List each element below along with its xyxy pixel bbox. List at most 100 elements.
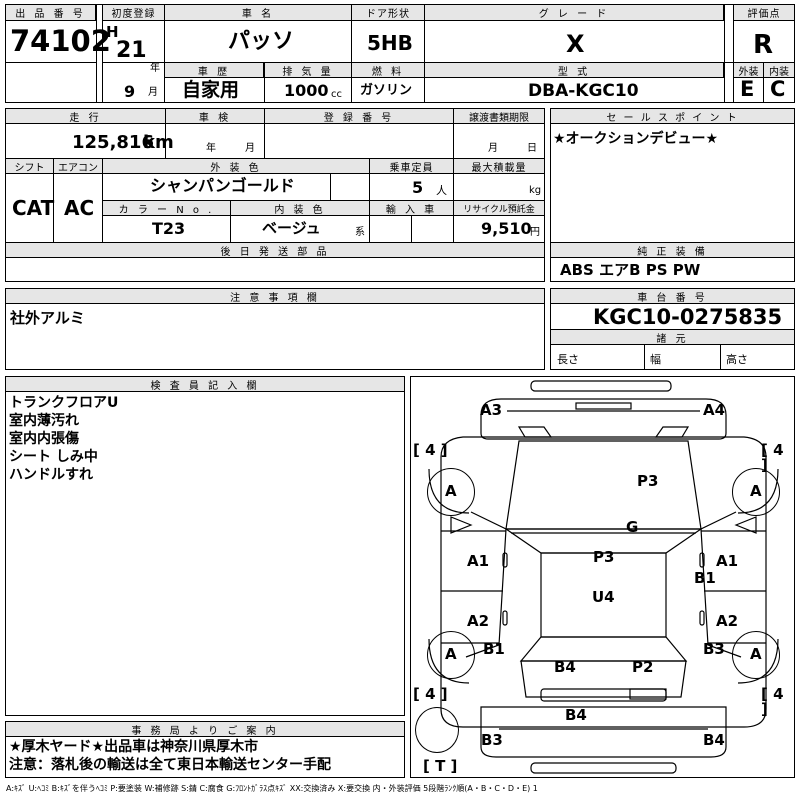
tire-mark: A bbox=[750, 645, 762, 663]
later-parts-header: 後 日 発 送 部 品 bbox=[5, 242, 545, 258]
chassis-no-value: KGC10-0275835 bbox=[593, 305, 783, 329]
damage-mark: P3 bbox=[637, 472, 659, 490]
tire-mark: A bbox=[750, 482, 762, 500]
lot-no-header: 出 品 番 号 bbox=[5, 4, 96, 21]
int-color-header: 内 装 色 bbox=[230, 200, 370, 216]
recycle-header: リサイクル預託金 bbox=[453, 200, 545, 216]
int-color-value: ベージュ bbox=[262, 219, 321, 237]
recycle-unit: 円 bbox=[530, 227, 540, 238]
era-letter: H bbox=[106, 23, 119, 41]
damage-mark: A3 bbox=[480, 401, 503, 419]
car-name: パッソ bbox=[228, 29, 295, 54]
sales-point-header: セ ー ル ス ポ イ ン ト bbox=[550, 108, 795, 124]
max-load-header: 最大積載量 bbox=[453, 158, 545, 174]
spec-length-label: 長さ bbox=[557, 353, 579, 366]
reg-month: 9 bbox=[124, 82, 136, 101]
lot-number: 74102 bbox=[10, 24, 111, 58]
chassis-no-header: 車 台 番 号 bbox=[550, 288, 795, 304]
shift-value: CAT bbox=[12, 196, 55, 220]
capacity-unit: 人 bbox=[436, 184, 447, 197]
spec-width-label: 幅 bbox=[650, 353, 661, 366]
model-type-value: DBA-KGC10 bbox=[528, 81, 639, 101]
inspection-month-unit: 月 bbox=[245, 143, 255, 154]
car-outline-drawing bbox=[428, 380, 779, 774]
tire-rear-right bbox=[732, 631, 780, 679]
notes-value: 社外アルミ bbox=[10, 309, 85, 327]
damage-mark: A4 bbox=[703, 401, 726, 419]
displacement-value: 1000 bbox=[284, 81, 329, 100]
reg-year: 21 bbox=[116, 38, 147, 63]
tread-label: [ 4 ] bbox=[761, 685, 784, 718]
grade-header: グ レ ー ド bbox=[424, 4, 724, 21]
aircon-value: AC bbox=[64, 196, 95, 220]
office-header: 事 務 局 よ り ご 案 内 bbox=[5, 721, 405, 737]
history-value: 自家用 bbox=[182, 79, 240, 101]
tread-label: [ 4 ] bbox=[761, 441, 784, 474]
capacity-value: 5 bbox=[412, 178, 424, 197]
history-header: 車 歴 bbox=[164, 62, 264, 78]
office-note-2: 注意：落札後の輸送は全て東日本輸送センター手配 bbox=[9, 757, 331, 773]
ext-color-value: シャンパンゴールド bbox=[150, 176, 295, 195]
damage-diagram: A A A A [ 4 ] [ 4 ] [ 4 ] [ 4 ] [ T ] A3… bbox=[410, 376, 795, 778]
damage-mark: P3 bbox=[593, 548, 615, 566]
spec-height-label: 高さ bbox=[726, 353, 748, 366]
mileage-value: 125,816 bbox=[72, 132, 154, 153]
sales-point-text: ★オークションデビュー★ bbox=[553, 131, 719, 147]
inspector-note-3: 室内内張傷 bbox=[9, 431, 79, 447]
damage-mark: A1 bbox=[716, 552, 739, 570]
shift-header: シフト bbox=[5, 158, 54, 174]
damage-mark: B3 bbox=[481, 731, 503, 749]
aircon-header: エアコン bbox=[53, 158, 103, 174]
inspection-header: 車 検 bbox=[165, 108, 265, 124]
damage-mark: G bbox=[626, 518, 639, 536]
exterior-score-header: 外装 bbox=[733, 62, 764, 78]
grade-value: X bbox=[566, 30, 585, 58]
max-load-unit: kg bbox=[529, 185, 542, 196]
specs-header: 諸 元 bbox=[550, 329, 795, 345]
inspector-note-4: シート しみ中 bbox=[9, 449, 98, 465]
inspector-note-1: トランクフロアU bbox=[9, 395, 119, 411]
damage-mark: B3 bbox=[703, 640, 725, 658]
tire-mark: A bbox=[445, 482, 457, 500]
tire-front-left bbox=[427, 468, 475, 516]
ext-color-header: 外 装 色 bbox=[102, 158, 370, 174]
damage-mark: B1 bbox=[483, 640, 505, 658]
int-color-suffix: 系 bbox=[355, 227, 365, 238]
spare-label: [ T ] bbox=[423, 757, 458, 775]
transfer-month-unit: 月 bbox=[488, 143, 498, 154]
exterior-score: E bbox=[740, 77, 755, 101]
fuel-header: 燃 料 bbox=[351, 62, 425, 78]
car-name-header: 車 名 bbox=[164, 4, 352, 21]
damage-mark: P2 bbox=[632, 658, 654, 676]
inspection-year-unit: 年 bbox=[206, 143, 216, 154]
tire-rear-left bbox=[427, 631, 475, 679]
notes-header: 注 意 事 項 欄 bbox=[5, 288, 545, 304]
interior-score: C bbox=[770, 77, 786, 101]
mileage-unit: km bbox=[143, 132, 174, 153]
interior-score-header: 内装 bbox=[763, 62, 795, 78]
door-type: 5HB bbox=[367, 31, 413, 55]
color-no-value: T23 bbox=[152, 219, 186, 238]
recycle-value: 9,510 bbox=[481, 219, 532, 238]
displacement-header: 排 気 量 bbox=[264, 62, 352, 78]
tire-mark: A bbox=[445, 645, 457, 663]
door-header: ドア形状 bbox=[351, 4, 425, 21]
inspector-note-2: 室内薄汚れ bbox=[9, 413, 79, 429]
genuine-equip-header: 純 正 装 備 bbox=[550, 242, 795, 258]
inspector-panel bbox=[5, 376, 405, 716]
damage-mark: B4 bbox=[554, 658, 576, 676]
office-note-1: ★厚木ヤード★出品車は神奈川県厚木市 bbox=[9, 739, 259, 755]
tread-label: [ 4 ] bbox=[413, 441, 448, 459]
mileage-header: 走 行 bbox=[5, 108, 166, 124]
damage-mark: A2 bbox=[716, 612, 739, 630]
damage-mark: B4 bbox=[703, 731, 725, 749]
capacity-header: 乗車定員 bbox=[369, 158, 454, 174]
inspector-header: 検 査 員 記 入 欄 bbox=[5, 376, 405, 392]
damage-mark: A2 bbox=[467, 612, 490, 630]
damage-mark: U4 bbox=[592, 588, 615, 606]
score-header: 評価点 bbox=[733, 4, 795, 21]
model-type-header: 型 式 bbox=[424, 62, 724, 78]
transfer-day-unit: 日 bbox=[527, 143, 537, 154]
import-header: 輸 入 車 bbox=[369, 200, 454, 216]
fuel-value: ガソリン bbox=[360, 83, 413, 98]
